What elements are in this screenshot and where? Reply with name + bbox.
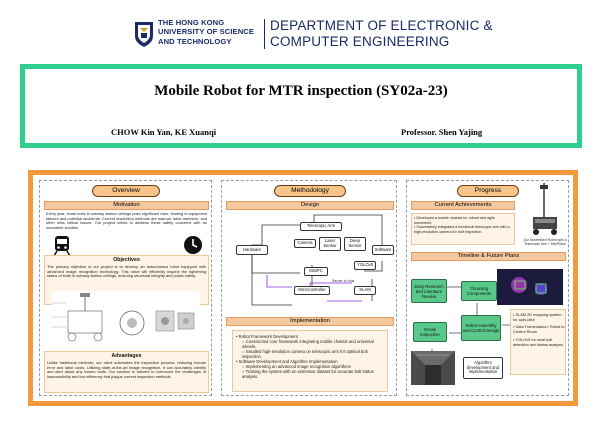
- future-plans-section: [510, 309, 566, 375]
- header-divider: [264, 19, 266, 49]
- laser-sensor-node: Laser Sensor: [319, 237, 341, 251]
- implementation-list: • Robot Framework Development ○ Construc…: [236, 334, 386, 379]
- implementation-section: [232, 330, 388, 392]
- deep-sensor-node: Deep Sensor: [344, 237, 366, 251]
- assembled-robot-photo: [523, 181, 567, 243]
- impl-subitem: ○ Implementing an advanced image recogni…: [242, 364, 351, 369]
- telescopic-arm-node: Telescopic Arm: [300, 222, 342, 231]
- impl-subitem: ○ Training the system with an extensive …: [242, 369, 374, 379]
- bolt-detection-photo: [497, 269, 563, 305]
- supervisor: Professor. Shen Yajing: [401, 127, 483, 137]
- title-block: Mobile Robot for MTR inspection (SY02a-2…: [20, 64, 582, 148]
- impl-subitem: ○ Constructed core framework integrating…: [242, 339, 374, 349]
- achievement-item: • Successfully integrated a functional t…: [414, 225, 510, 234]
- methodology-heading: Methodology: [274, 185, 346, 197]
- impl-subitem: ○ Installed high-resolution camera on te…: [242, 349, 368, 359]
- timeline-algorithm-node: Algorithm development and implementation: [463, 357, 503, 379]
- design-title: Design: [226, 201, 394, 210]
- subway-station-photo: [411, 351, 455, 385]
- future-item: • YOLOv5 for local bolt detection and st…: [513, 336, 563, 347]
- authors: CHOW Kin Yan, KE Xuanqi: [111, 127, 217, 137]
- yolov5-node: YOLOv5: [354, 261, 376, 270]
- poster-body: Overview Motivation Every year, loose bo…: [28, 170, 578, 406]
- timeline-onsite-node: Onsite Inspection: [413, 322, 447, 342]
- implementation-title: Implementation: [226, 317, 394, 326]
- methodology-column: Methodology Design Telesco: [221, 180, 397, 396]
- camera-node: Camera: [294, 239, 316, 248]
- advantages-text: Unlike traditional methods, our robot au…: [47, 360, 206, 380]
- overview-heading: Overview: [92, 185, 160, 197]
- impl-item: • Software Development and Algorithm Imp…: [236, 359, 338, 364]
- achievement-item: • Developed a mobile chassis for robust …: [414, 216, 495, 225]
- timeline-assembly-node: Robot Assembly and Control Design: [461, 315, 501, 341]
- timeline-research-node: Early Research and Literature Review: [411, 279, 447, 303]
- university-name: THE HONG KONG UNIVERSITY OF SCIENCE AND …: [158, 18, 255, 46]
- future-plans-list: • SLAM 2D mapping system for auto-pilot …: [513, 312, 565, 347]
- advantages-title: Advantages: [111, 353, 142, 359]
- train-icon: [53, 236, 71, 257]
- robot-schematic-illustration: [52, 291, 200, 346]
- poster-title: Mobile Robot for MTR inspection (SY02a-2…: [154, 83, 448, 99]
- objectives-title: Objectives: [113, 257, 140, 263]
- current-achievements-section: [411, 213, 515, 245]
- motivation-text: Every year, loose bolts in subway statio…: [46, 211, 207, 231]
- future-item: • Data Transmission: Robot to Control Ro…: [513, 324, 565, 335]
- slam-node: SLAM: [354, 286, 376, 295]
- progress-column: Progress Current Achievements • Develope…: [406, 180, 569, 396]
- clock-icon: [184, 236, 202, 254]
- software-node: Software: [372, 245, 394, 255]
- objectives-text: The primary objective of our project is …: [47, 264, 206, 279]
- impl-item: • Robot Framework Development: [236, 334, 298, 339]
- server-label: Server to host: [332, 279, 355, 283]
- minipc-node: MiniPC: [304, 267, 328, 276]
- current-achievements-list: • Developed a mobile chassis for robust …: [414, 216, 513, 234]
- timeline-title: Timeline & Future Plans: [411, 252, 566, 261]
- robot-caption: Our Assembled Robot with a Telescopic Ar…: [523, 238, 567, 246]
- advantages-section: [44, 351, 209, 393]
- timeline-components-node: Choosing Components: [461, 281, 497, 301]
- hardware-node: Hardware: [236, 245, 268, 255]
- progress-heading: Progress: [457, 185, 519, 197]
- overview-column: Overview Motivation Every year, loose bo…: [39, 180, 212, 396]
- motivation-title: Motivation: [44, 201, 209, 210]
- current-achievements-title: Current Achievements: [411, 201, 515, 210]
- microcontroller-node: Microcontroller: [294, 286, 330, 295]
- header: THE HONG KONG UNIVERSITY OF SCIENCE AND …: [0, 0, 600, 62]
- university-logo-icon: [135, 22, 153, 47]
- future-item: • SLAM 2D mapping system for auto-pilot: [513, 312, 562, 322]
- department-name: DEPARTMENT OF ELECTRONIC & COMPUTER ENGI…: [270, 18, 493, 49]
